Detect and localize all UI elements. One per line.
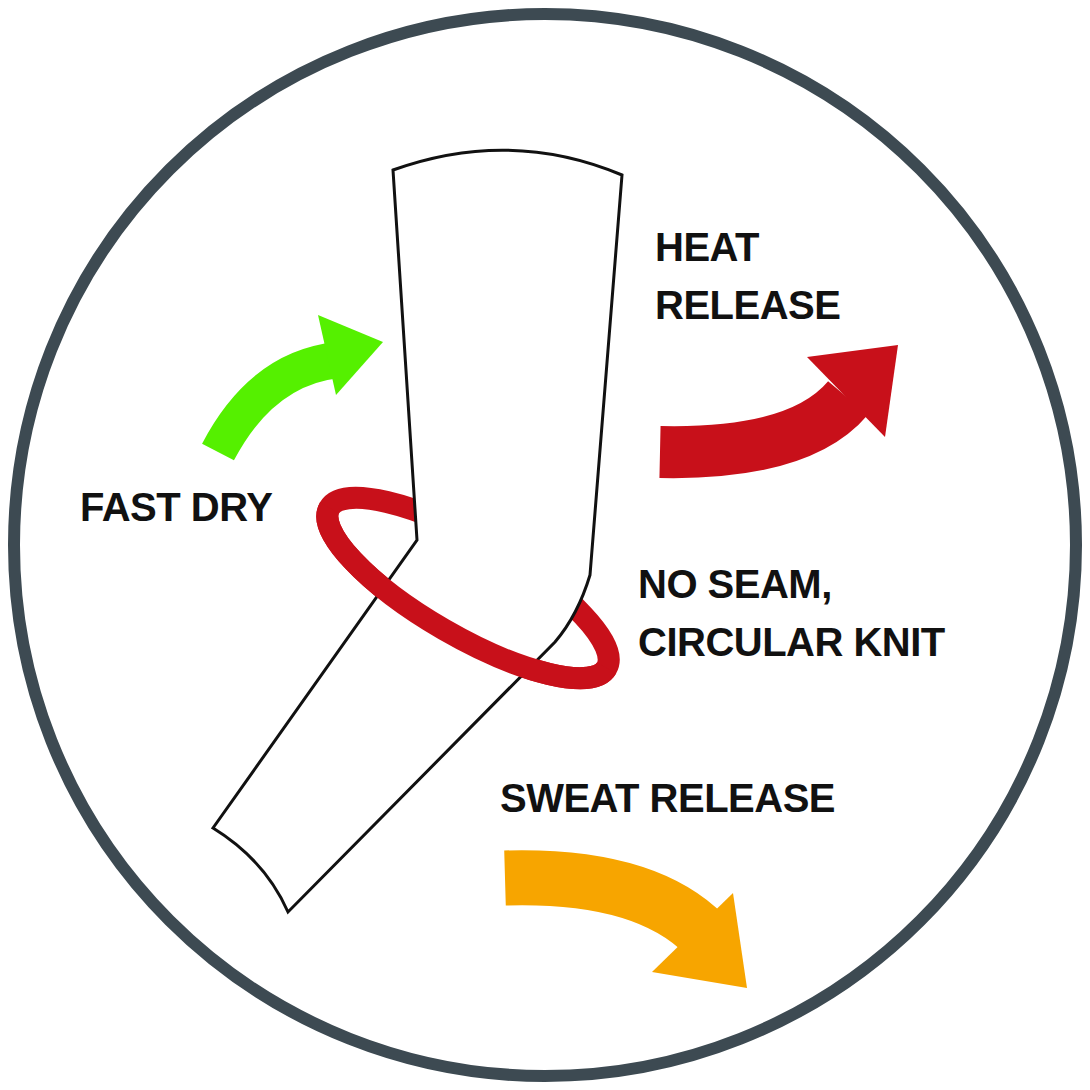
sweat-release-label: SWEAT RELEASE — [500, 769, 835, 827]
heat-release-arrow — [660, 345, 898, 452]
heat-release-label: HEAT RELEASE — [655, 218, 855, 334]
fast-dry-label: FAST DRY — [80, 478, 272, 536]
circular-knit-label: NO SEAM, CIRCULAR KNIT — [638, 555, 968, 671]
sweat-release-arrow — [505, 878, 747, 988]
frame-circle — [14, 14, 1076, 1076]
seam-ring-front — [305, 508, 606, 710]
fast-dry-arrow — [218, 315, 383, 452]
